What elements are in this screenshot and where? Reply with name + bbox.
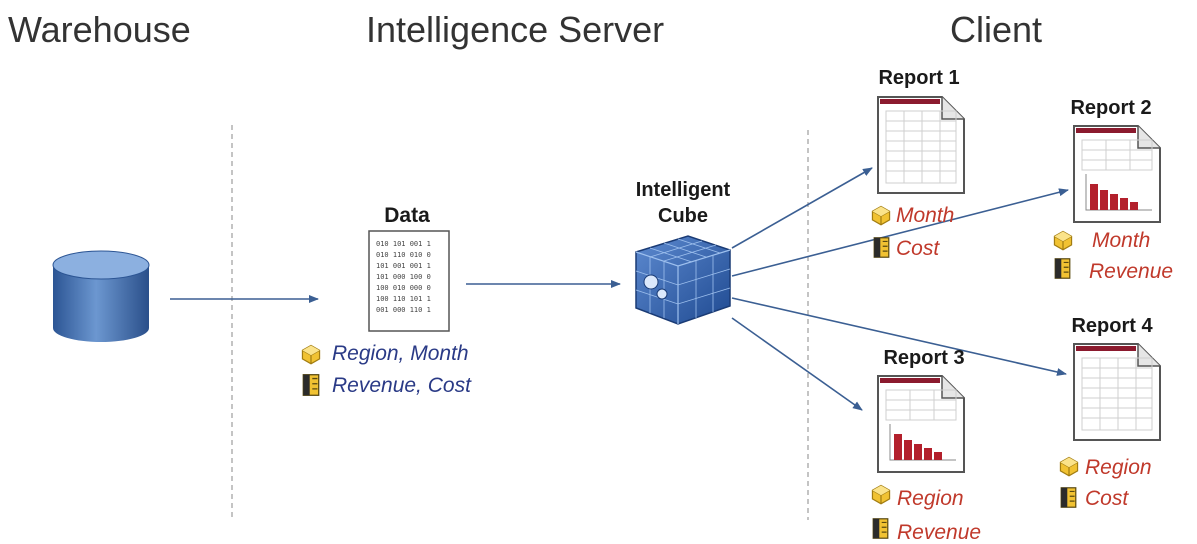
- arrow-cube-to-report3: [731, 317, 863, 411]
- attribute-icon: [301, 344, 321, 365]
- arrow-cube-to-report4: [731, 297, 1067, 376]
- report4-document-icon: [1073, 343, 1161, 441]
- report1-title: Report 1: [878, 67, 959, 89]
- cube-title-line1: Intelligent: [636, 179, 731, 201]
- report1-attribute: Month: [896, 204, 954, 227]
- report1-document-icon: [877, 96, 965, 194]
- binary-line: 100 010 000 0: [376, 284, 431, 292]
- report4-attribute-icon: [1059, 456, 1079, 477]
- intelligent-cube-icon: [635, 235, 731, 325]
- data-title: Data: [384, 204, 430, 227]
- cube-title-line2: Cube: [658, 205, 708, 227]
- arrow-cube-to-report1: [731, 167, 873, 249]
- report3-metric-icon: [872, 518, 889, 539]
- report4-metric: Cost: [1085, 487, 1129, 510]
- report3-title: Report 3: [883, 347, 964, 369]
- report2-metric: Revenue: [1089, 260, 1173, 283]
- report1-attribute-icon: [871, 205, 891, 226]
- binary-line: 101 001 001 1: [376, 262, 431, 270]
- report1-metric-icon: [873, 237, 890, 258]
- database-icon: [52, 250, 150, 342]
- report4-title: Report 4: [1071, 315, 1153, 337]
- report2-title: Report 2: [1070, 97, 1151, 119]
- metric-icon: [302, 374, 320, 396]
- report2-metric-icon: [1054, 258, 1071, 279]
- binary-line: 100 110 101 1: [376, 295, 431, 303]
- data-metrics: Revenue, Cost: [332, 374, 472, 397]
- report2-document-chart-icon: [1073, 125, 1161, 223]
- report2-attribute: Month: [1092, 229, 1150, 252]
- report4-metric-icon: [1060, 487, 1077, 508]
- binary-line: 010 110 010 0: [376, 251, 431, 259]
- report2-attribute-icon: [1053, 230, 1073, 251]
- report4-attribute: Region: [1085, 456, 1152, 479]
- binary-line: 101 000 100 0: [376, 273, 431, 281]
- binary-line: 010 101 001 1: [376, 240, 431, 248]
- header-warehouse: Warehouse: [8, 9, 191, 50]
- arrow-cube-to-report2: [731, 188, 1069, 277]
- header-intelligence-server: Intelligence Server: [366, 9, 664, 50]
- report3-metric: Revenue: [897, 521, 981, 544]
- report3-document-chart-icon: [877, 375, 965, 473]
- data-attributes: Region, Month: [332, 342, 469, 365]
- report3-attribute-icon: [871, 484, 891, 505]
- header-client: Client: [950, 9, 1042, 50]
- report3-attribute: Region: [897, 487, 964, 510]
- binary-line: 001 000 110 1: [376, 306, 431, 314]
- report1-metric: Cost: [896, 237, 940, 260]
- data-document-icon: 010 101 001 1 010 110 010 0 101 001 001 1 1…: [368, 230, 450, 332]
